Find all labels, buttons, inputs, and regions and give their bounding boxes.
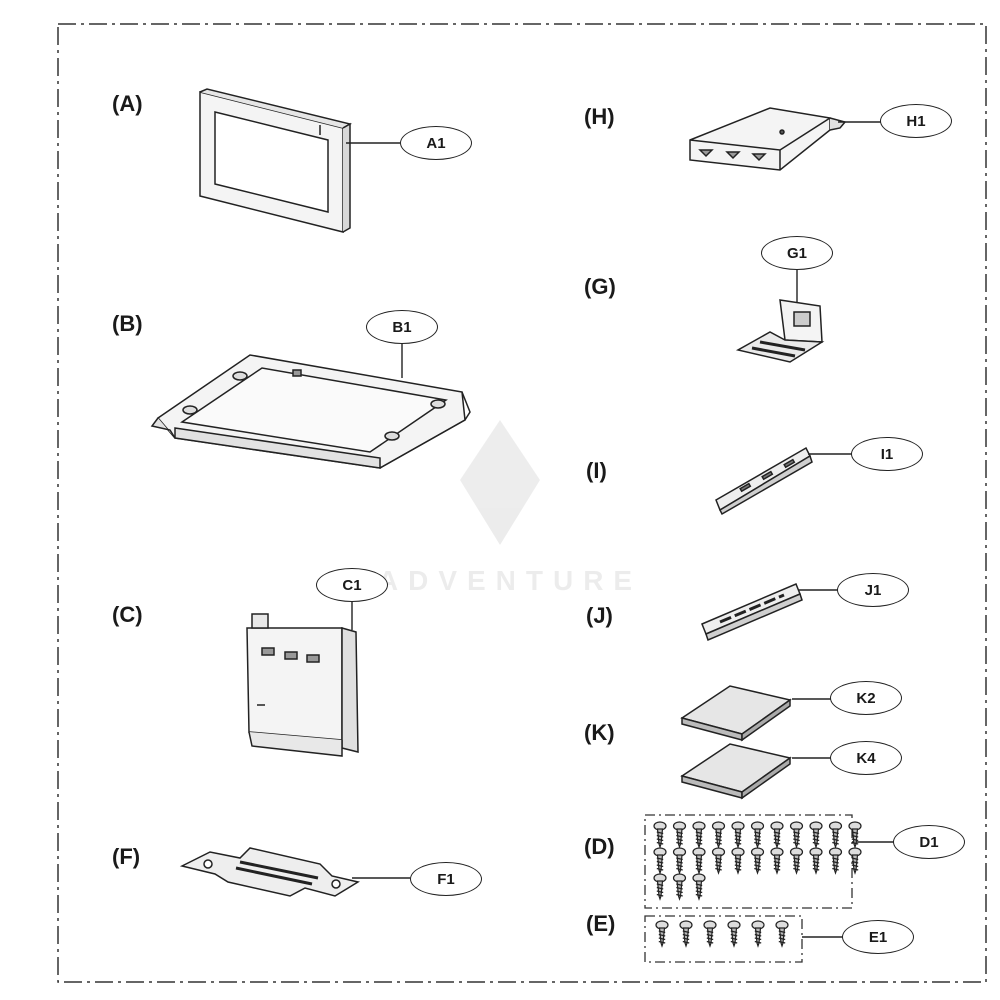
label-j: (J): [586, 603, 613, 628]
svg-text:ADVENTURE: ADVENTURE: [378, 565, 642, 596]
callout-b1: B1: [366, 310, 438, 344]
screw-d1: [750, 821, 765, 849]
label-b: (B): [112, 311, 143, 336]
screw-d1: [731, 821, 745, 849]
screw-d1: [789, 847, 804, 875]
screw-e1: [703, 920, 717, 948]
label-h: (H): [584, 104, 615, 129]
screw-d1: [809, 847, 823, 875]
screw-d1: [711, 821, 726, 849]
screw-d1: [789, 821, 804, 849]
part-a-frame: [199, 88, 353, 233]
screw-d1: [672, 821, 687, 849]
watermark-logo: ADVENTURE: [378, 420, 642, 596]
screw-d1: [848, 821, 862, 849]
part-e-screw-box: [644, 915, 803, 963]
screw-e1: [775, 920, 789, 948]
callout-h1: H1: [880, 104, 952, 138]
callout-d1: D1: [893, 825, 965, 859]
part-f-strap: [179, 847, 360, 897]
part-b-tray: [150, 354, 471, 469]
part-j-rail: [701, 583, 803, 642]
screw-d1: [770, 847, 784, 875]
callout-a1: A1: [400, 126, 472, 160]
screw-d1: [692, 873, 706, 901]
label-f: (F): [112, 844, 141, 869]
screw-d1: [692, 847, 706, 875]
part-k-pads: [680, 685, 792, 800]
callout-i1: I1: [851, 437, 923, 471]
screw-e1: [751, 920, 765, 948]
callout-f1: F1: [410, 862, 482, 896]
part-d-screw-box: [644, 814, 853, 909]
part-i-rail: [715, 446, 813, 516]
callout-k2: K2: [830, 681, 902, 715]
screw-e1: [655, 920, 669, 948]
label-g: (G): [584, 274, 616, 299]
screw-e1: [727, 920, 741, 948]
part-c-panel: [246, 613, 359, 757]
screw-d1: [672, 847, 687, 875]
screw-d1: [848, 847, 862, 875]
screw-d1: [653, 873, 667, 901]
screw-e1: [679, 920, 693, 948]
label-a: (A): [112, 91, 143, 116]
callout-g1: G1: [761, 236, 833, 270]
screw-d1: [653, 821, 667, 849]
screw-d1: [711, 847, 726, 875]
part-h-bracket: [689, 107, 847, 171]
screw-d1: [750, 847, 765, 875]
screw-d1: [692, 821, 706, 849]
screw-d1: [653, 847, 667, 875]
dash-dot-border: [57, 23, 987, 983]
label-i: (I): [586, 458, 607, 483]
callout-j1: J1: [837, 573, 909, 607]
screw-d1: [731, 847, 745, 875]
screw-d1: [672, 873, 687, 901]
callout-k4: K4: [830, 741, 902, 775]
part-g-l-bracket: [735, 299, 825, 363]
screw-group-e1: [655, 920, 789, 948]
label-k: (K): [584, 720, 615, 745]
label-c: (C): [112, 602, 143, 627]
screw-group-d1: [653, 821, 862, 901]
screw-d1: [770, 821, 784, 849]
callout-c1: C1: [316, 568, 388, 602]
label-d: (D): [584, 834, 615, 859]
screw-d1: [828, 847, 843, 875]
label-e: (E): [586, 911, 616, 936]
callout-e1: E1: [842, 920, 914, 954]
screw-d1: [809, 821, 823, 849]
screw-d1: [828, 821, 843, 849]
